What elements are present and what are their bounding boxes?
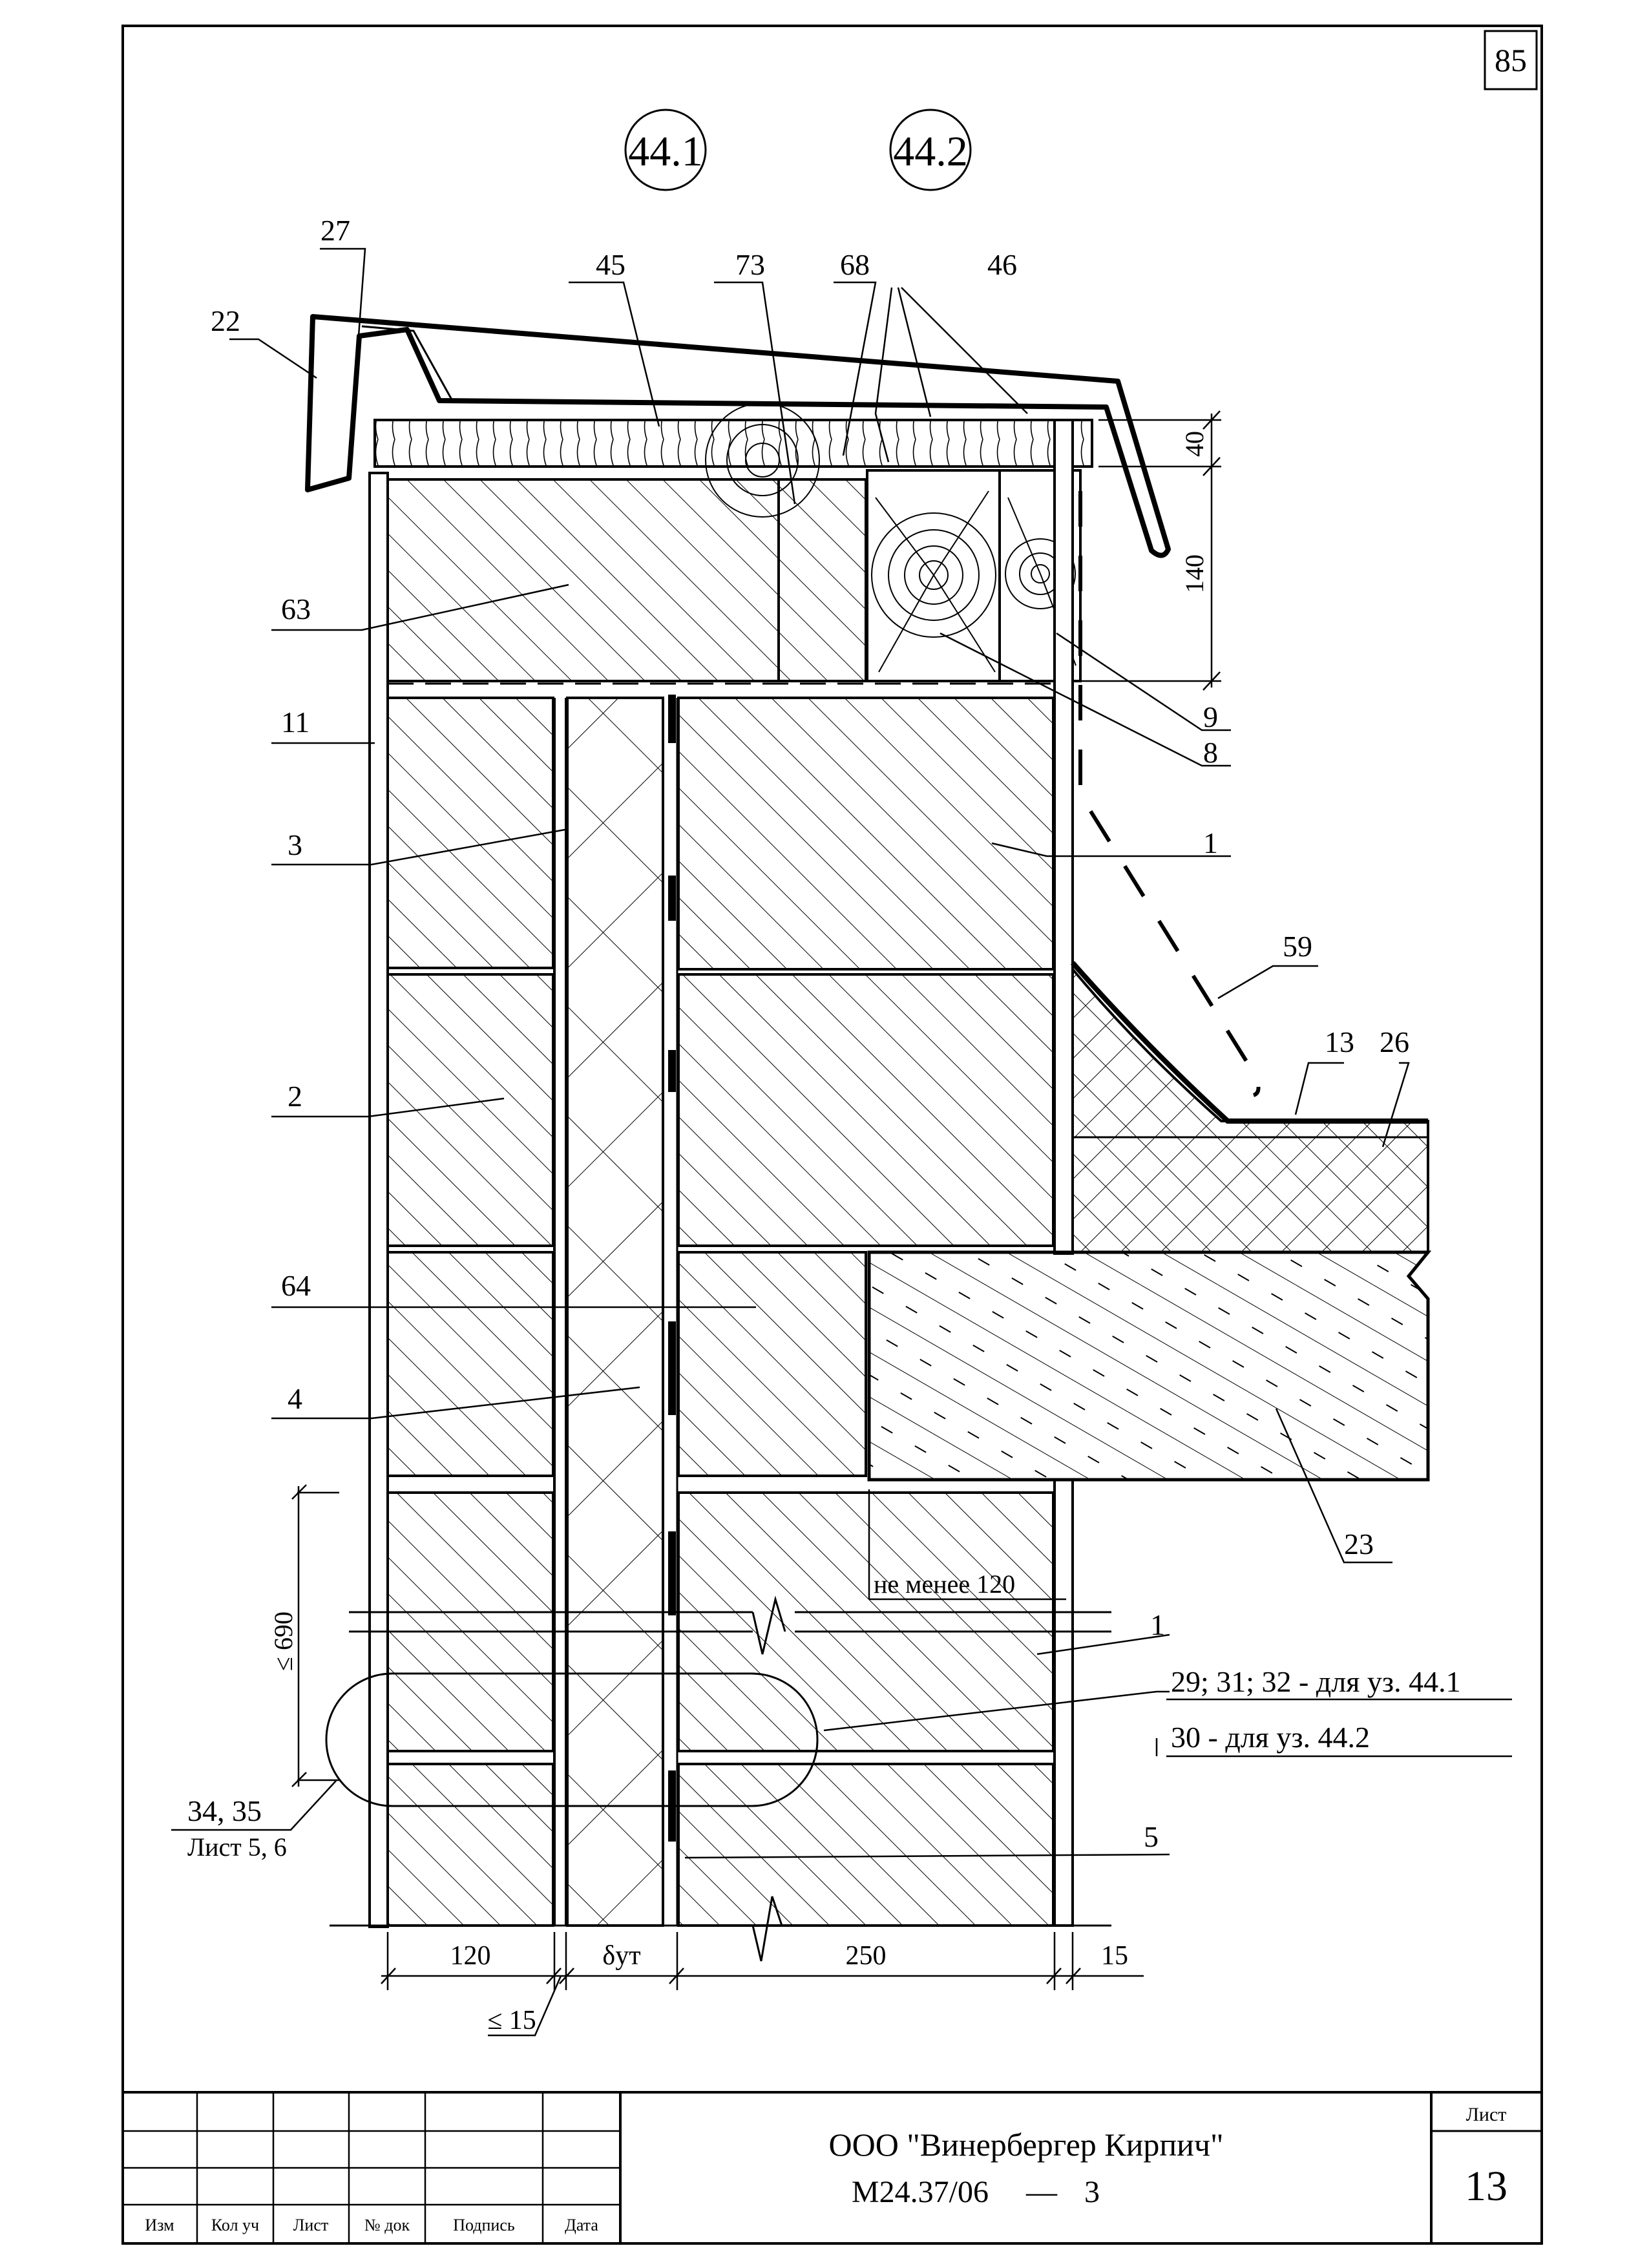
callout-45: 45: [596, 248, 625, 281]
callout-63: 63: [281, 593, 311, 625]
coping-inner-line: [361, 325, 454, 401]
leader-lines: [171, 247, 1410, 1859]
callout-1-lower: 1: [1150, 1608, 1165, 1641]
sheet-frame: [121, 25, 1543, 2245]
cap-board: [373, 419, 1093, 468]
title-col-signature: Подпись: [453, 2216, 515, 2234]
callout-23: 23: [1344, 1528, 1374, 1560]
node-marker-44-2: 44.2: [889, 109, 972, 191]
sheet-ref-note: Лист 5, 6: [187, 1832, 287, 1862]
brick-73: [777, 478, 867, 682]
callout-59: 59: [1283, 930, 1312, 963]
dim-15-max: ≤ 15: [487, 2006, 536, 2035]
callout-1: 1: [1203, 826, 1218, 859]
doc-code: М24.37/06: [852, 2175, 989, 2209]
callout-4: 4: [288, 1382, 302, 1415]
callout-13: 13: [1325, 1025, 1354, 1058]
title-col-list: Лист: [293, 2216, 328, 2234]
callout-9: 9: [1203, 700, 1218, 733]
node-marker-label: 44.1: [628, 128, 703, 175]
callout-8: 8: [1203, 736, 1218, 769]
brick-1-upper: [677, 697, 1055, 971]
brick-1-lower: [677, 1491, 1055, 1752]
callout-34-35: 34, 35: [187, 1794, 262, 1827]
brick-outer-lower-2: [386, 1763, 554, 1927]
callout-2: 2: [288, 1080, 302, 1113]
dim-120: 120: [450, 1941, 491, 1971]
node-44-1-note: 29; 31; 32 - для уз. 44.1: [1171, 1665, 1461, 1698]
title-block: Изм Кол уч Лист № док Подпись Дата ООО "…: [123, 2091, 1542, 2243]
inner-plaster: [1053, 419, 1074, 1255]
callout-64: 64: [281, 1269, 311, 1302]
callout-46: 46: [987, 248, 1017, 281]
brick-inner-bottom: [677, 1763, 1055, 1927]
page-number: 85: [1495, 42, 1527, 78]
brick-3: [386, 697, 554, 969]
title-col-date: Дата: [565, 2216, 598, 2234]
doc-part: 3: [1084, 2175, 1100, 2209]
dim-140: 140: [1180, 554, 1209, 593]
callout-22: 22: [211, 304, 240, 337]
title-col-doc: № док: [364, 2216, 410, 2234]
callout-3: 3: [288, 828, 302, 861]
title-col-izm: Изм: [145, 2216, 174, 2234]
company-name: ООО "Винербергер Кирпич": [829, 2126, 1224, 2163]
dim-40: 40: [1180, 431, 1209, 457]
brick-inner-at-slab: [677, 1251, 867, 1477]
dim-690: ≤ 690: [269, 1612, 298, 1671]
callout-68: 68: [840, 248, 870, 281]
break-line-upper: [349, 1595, 1111, 1655]
node-marker-label: 44.2: [893, 128, 968, 175]
page-number-box: [1484, 30, 1538, 90]
floor-slab-23: [867, 1250, 1432, 1482]
dimension-lines: [291, 410, 1221, 2037]
title-col-kol-uch: Кол уч: [211, 2216, 259, 2234]
dim-insulation: δут: [602, 1941, 640, 1971]
callout-27: 27: [320, 214, 350, 247]
brick-1-middle: [677, 973, 1055, 1247]
break-line-bottom: [330, 1896, 1111, 1962]
doc-code-dash: —: [1025, 2175, 1058, 2209]
dim-250: 250: [846, 1941, 887, 1971]
dim-15: 15: [1101, 1941, 1128, 1971]
roof-membrane-13: [1070, 961, 1428, 1124]
brick-64: [386, 1251, 554, 1477]
plaster-layer-11: [368, 472, 389, 1928]
callout-5: 5: [1144, 1820, 1159, 1853]
insulation-4: [566, 697, 664, 1927]
callout-11: 11: [281, 706, 310, 739]
roof-insulation-26: [1071, 965, 1429, 1254]
min-120-note: не менее 120: [874, 1570, 1015, 1599]
apron-membrane-59: [1078, 491, 1261, 1097]
callout-26: 26: [1380, 1025, 1409, 1058]
sheet-label: Лист: [1466, 2104, 1507, 2125]
sheet-number: 13: [1465, 2163, 1507, 2210]
brick-63: [386, 478, 780, 682]
brick-outer-lower-1: [386, 1491, 554, 1752]
callout-73: 73: [735, 248, 765, 281]
node-marker-44-1: 44.1: [624, 109, 707, 191]
node-44-2-note: 30 - для уз. 44.2: [1171, 1721, 1370, 1754]
detail-oval: [325, 1672, 819, 1807]
coping-flashing: [305, 314, 1171, 558]
